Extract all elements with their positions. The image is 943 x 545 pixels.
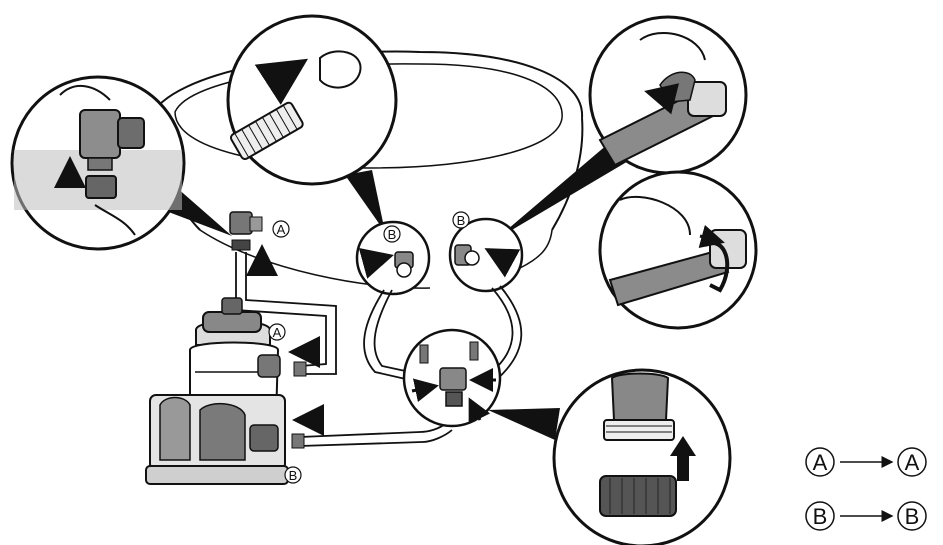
legend-from-label: B — [813, 504, 828, 529]
arrow-icon — [411, 378, 439, 403]
pool-port-b-right: B — [448, 211, 524, 293]
filter-pump-illustration: A B — [145, 297, 324, 485]
right-arrow-icon — [254, 58, 309, 105]
legend-to-label: A — [905, 450, 920, 475]
label-a: A — [273, 325, 282, 340]
detail-hose-inlet-bubble — [226, 14, 398, 232]
pool-port-a: A — [229, 211, 290, 276]
label-b-circle — [383, 225, 401, 243]
label-b: B — [289, 468, 298, 483]
legend-from-circle — [805, 447, 835, 477]
legend-to-circle — [897, 501, 927, 531]
label-a: A — [277, 222, 286, 237]
pool-port-b-left: B — [355, 220, 431, 296]
label-b: B — [457, 213, 466, 228]
legend-to-label: B — [905, 504, 920, 529]
legend-row-a: A A — [805, 447, 927, 477]
detail-clamp-bubble-bottom — [598, 170, 758, 330]
label-b-circle — [284, 466, 302, 484]
detail-clamp-bubble-top — [495, 15, 748, 240]
detail-y-connector-bubble — [402, 328, 560, 440]
arrow-icon — [358, 247, 394, 279]
curved-arrow-icon — [698, 224, 725, 249]
legend-row-b: B B — [805, 501, 927, 531]
detail-strainer-bubble — [10, 75, 232, 251]
arrow-icon — [484, 248, 521, 278]
legend-to-circle — [897, 447, 927, 477]
detail-threaded-connection-bubble — [552, 368, 732, 545]
up-arrow-icon — [677, 455, 689, 481]
label-b-circle — [452, 211, 470, 229]
label-a-circle — [268, 323, 286, 341]
left-arrow-icon — [644, 83, 680, 115]
label-a-circle — [272, 220, 290, 238]
connection-legend: A A B B — [805, 447, 927, 531]
legend-from-circle — [805, 501, 835, 531]
arrow-icon — [468, 397, 491, 425]
legend-from-label: A — [813, 450, 828, 475]
label-b: B — [388, 227, 397, 242]
